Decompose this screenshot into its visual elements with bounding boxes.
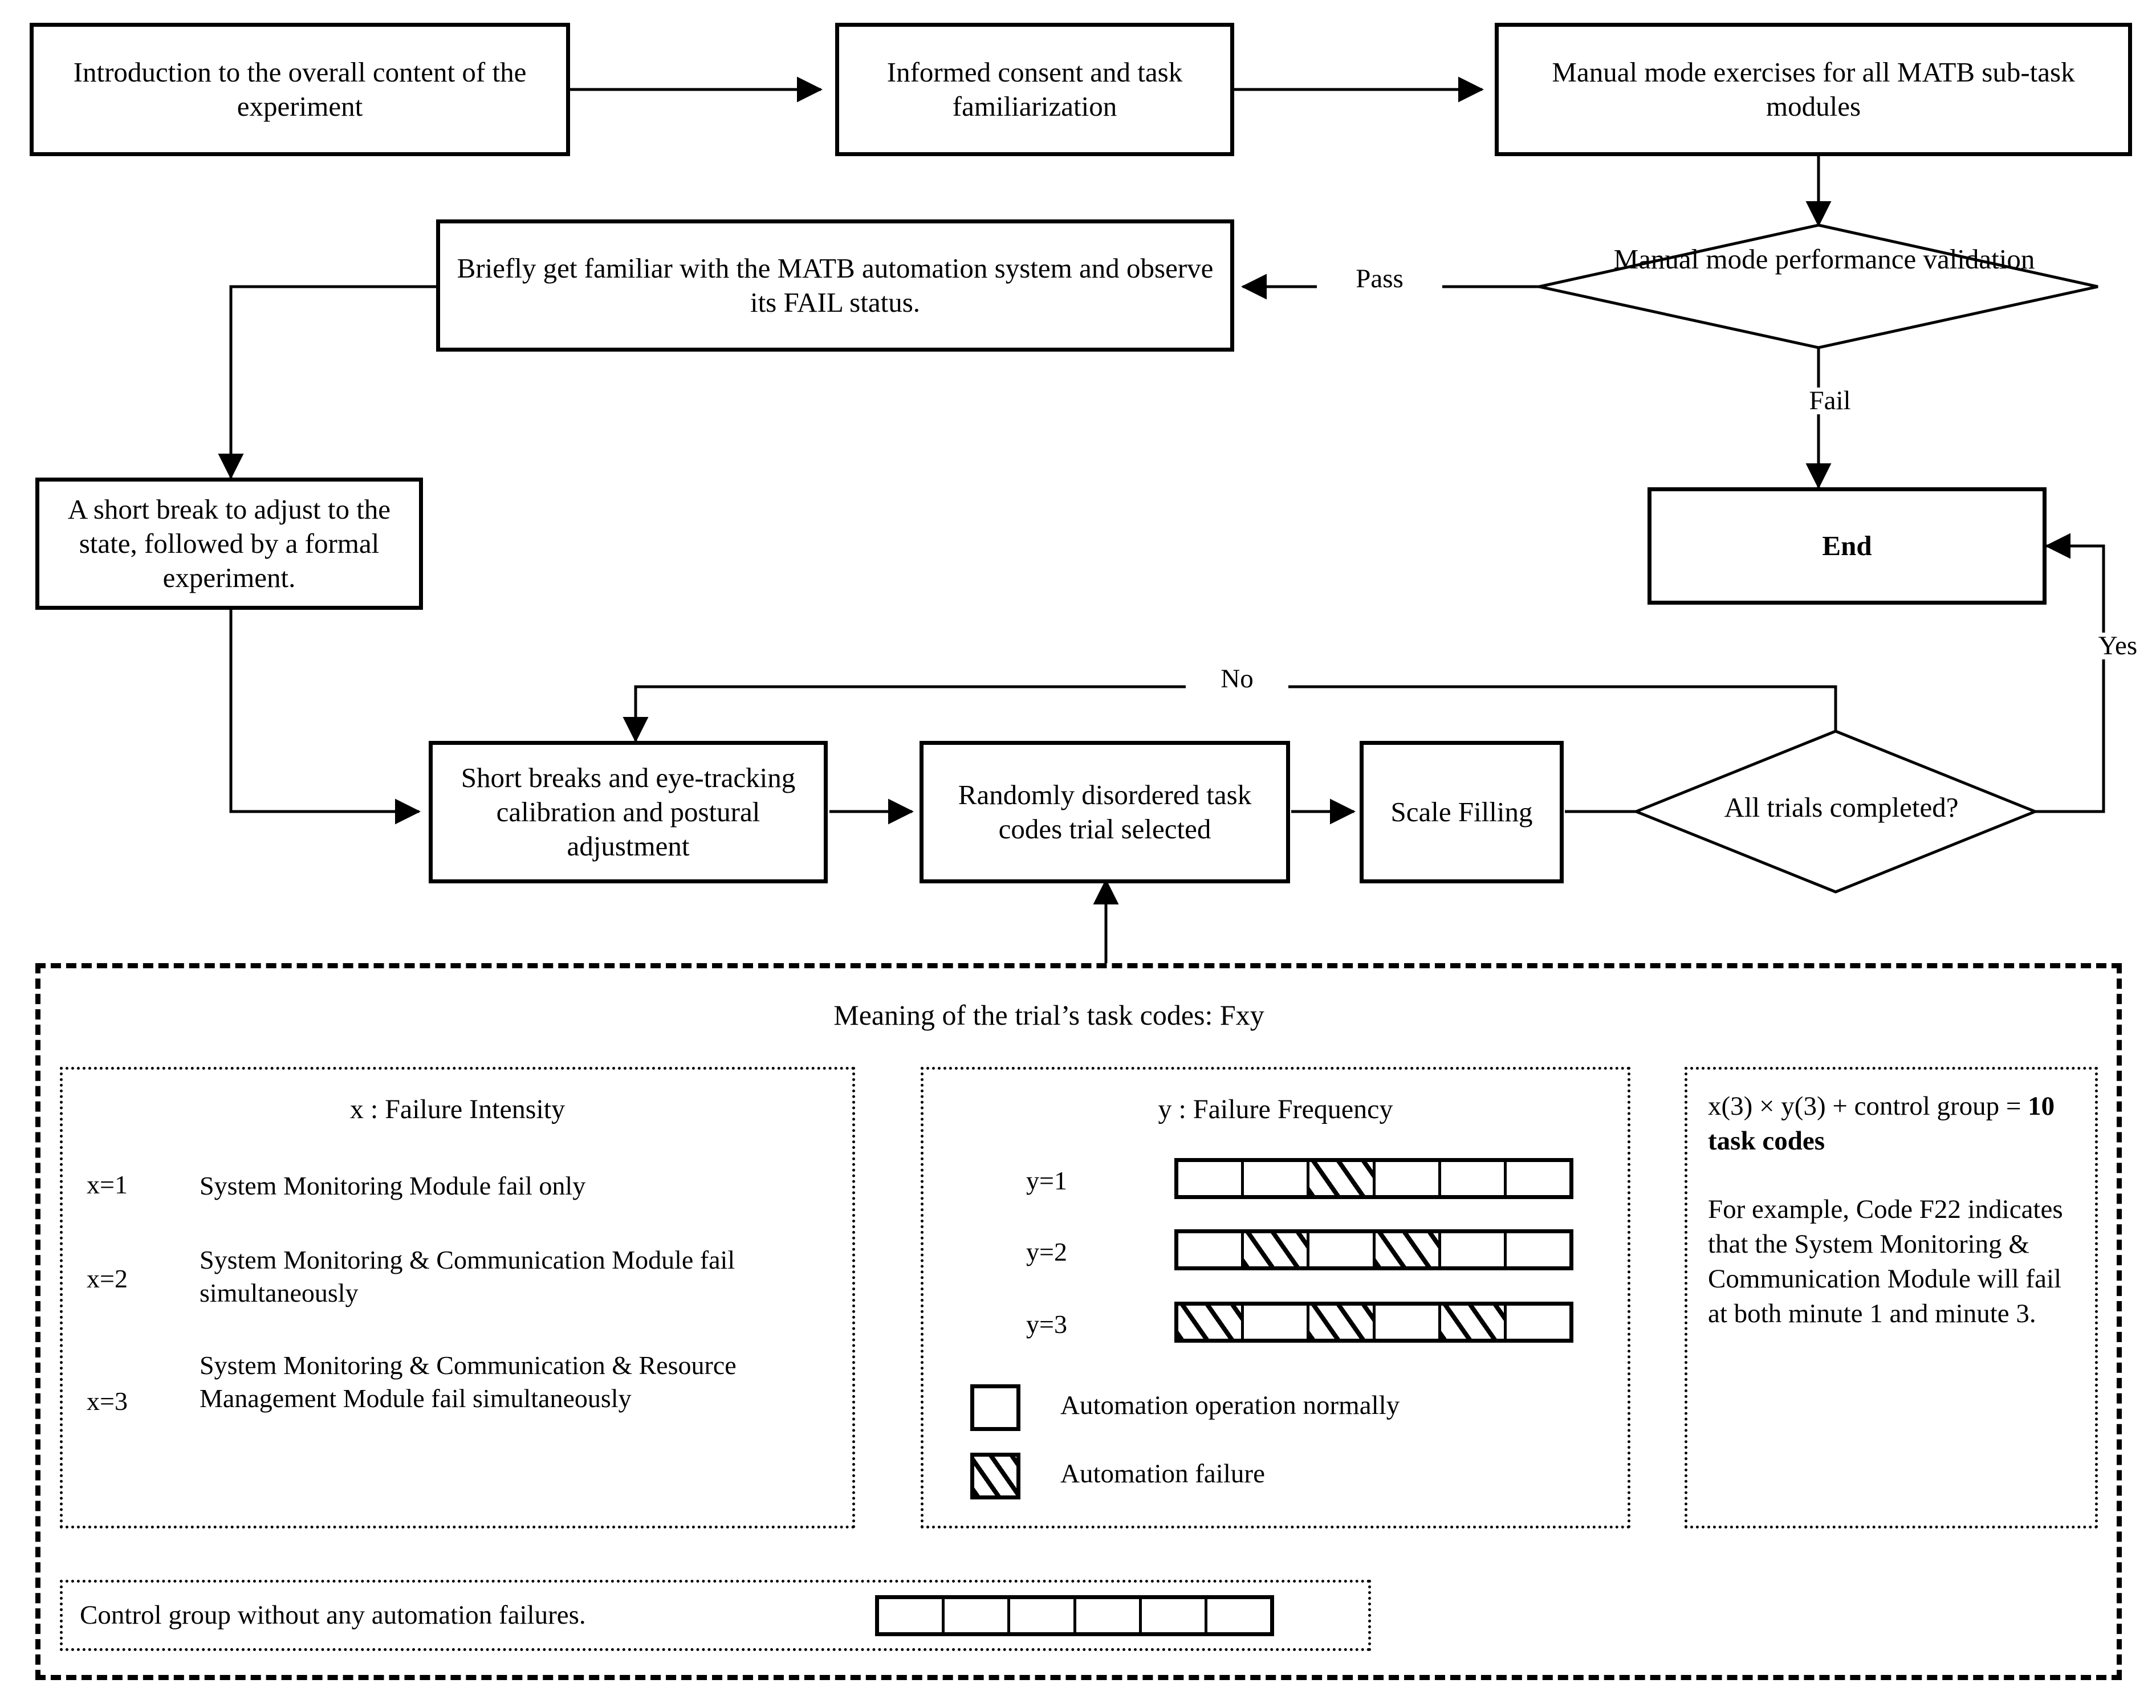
- edge-label-pass: Pass: [1317, 266, 1442, 292]
- node-scale-filling-label: Scale Filling: [1390, 796, 1533, 828]
- node-short-break[interactable]: A short break to adjust to the state, fo…: [35, 478, 423, 610]
- node-trial-selected[interactable]: Randomly disordered task codes trial sel…: [920, 741, 1290, 883]
- timeline-cell: [1178, 1233, 1244, 1266]
- timeline-cell: [1142, 1599, 1207, 1632]
- legend-swatch-normal-label: Automation operation normally: [1060, 1391, 1400, 1420]
- node-intro[interactable]: Introduction to the overall content of t…: [30, 23, 570, 156]
- timeline-cell: [1207, 1599, 1270, 1632]
- legend-x2-key: x=2: [87, 1264, 128, 1293]
- legend-x1-key: x=1: [87, 1170, 128, 1199]
- node-intro-label: Introduction to the overall content of t…: [73, 56, 527, 122]
- legend-count-panel: x(3) × y(3) + control group = 10 task co…: [1685, 1067, 2098, 1528]
- timeline-cell: [1010, 1599, 1076, 1632]
- node-trial-selected-label: Randomly disordered task codes trial sel…: [958, 779, 1252, 845]
- node-informed-consent[interactable]: Informed consent and task familiarizatio…: [835, 23, 1234, 156]
- timeline-cell-failure: [1375, 1233, 1441, 1266]
- timeline-bar-control: [875, 1595, 1274, 1636]
- timeline-bar-y2: [1174, 1229, 1573, 1270]
- legend-formula-bold: 10 task codes: [1708, 1091, 2055, 1156]
- timeline-bar-y1: [1174, 1158, 1573, 1199]
- legend-x3-text: System Monitoring & Communication & Reso…: [200, 1351, 737, 1413]
- node-scale-filling[interactable]: Scale Filling: [1360, 741, 1564, 883]
- timeline-cell-failure: [1244, 1233, 1310, 1266]
- node-briefly-familiar-label: Briefly get familiar with the MATB autom…: [457, 252, 1214, 318]
- timeline-cell-failure: [1441, 1306, 1507, 1339]
- legend-x1-text: System Monitoring Module fail only: [200, 1171, 586, 1200]
- timeline-cell-failure: [1309, 1306, 1376, 1339]
- legend-swatch-failure: [970, 1453, 1020, 1499]
- timeline-cell: [945, 1599, 1011, 1632]
- edge-label-fail: Fail: [1779, 388, 1881, 414]
- node-calibration[interactable]: Short breaks and eye-tracking calibratio…: [429, 741, 828, 883]
- node-manual-exercises[interactable]: Manual mode exercises for all MATB sub-t…: [1495, 23, 2132, 156]
- edge-label-no: No: [1186, 666, 1288, 692]
- legend-x-panel: x : Failure Intensity x=1 System Monitor…: [60, 1067, 855, 1528]
- timeline-cell: [1178, 1162, 1244, 1195]
- timeline-cell: [879, 1599, 945, 1632]
- timeline-cell: [1507, 1233, 1569, 1266]
- diamond-label-manual-validation: Manual mode performance validation: [1613, 243, 2035, 275]
- legend-control-label: Control group without any automation fai…: [80, 1600, 586, 1630]
- timeline-cell-failure: [1178, 1306, 1244, 1339]
- legend-y1-key: y=1: [1026, 1166, 1067, 1195]
- legend-x2-text: System Monitoring & Communication Module…: [200, 1245, 735, 1307]
- legend-title: Meaning of the trial’s task codes: Fxy: [833, 999, 1264, 1031]
- timeline-cell-failure: [1309, 1162, 1376, 1195]
- timeline-cell: [1244, 1162, 1310, 1195]
- legend-y2-key: y=2: [1026, 1237, 1067, 1266]
- diamond-label-all-trials: All trials completed?: [1724, 792, 1959, 823]
- node-end-label: End: [1822, 530, 1872, 562]
- legend-x3-key: x=3: [87, 1387, 128, 1416]
- node-informed-consent-label: Informed consent and task familiarizatio…: [886, 56, 1183, 122]
- timeline-cell: [1309, 1233, 1376, 1266]
- timeline-bar-y3: [1174, 1302, 1573, 1343]
- timeline-cell: [1441, 1233, 1507, 1266]
- legend-y-heading: y : Failure Frequency: [1158, 1094, 1393, 1124]
- node-short-break-label: A short break to adjust to the state, fo…: [67, 494, 391, 593]
- node-end[interactable]: End: [1647, 487, 2047, 605]
- legend-y-panel: y : Failure Frequency y=1 y=2 y=3: [921, 1067, 1630, 1528]
- node-briefly-familiar[interactable]: Briefly get familiar with the MATB autom…: [436, 219, 1234, 352]
- node-calibration-label: Short breaks and eye-tracking calibratio…: [461, 762, 796, 862]
- timeline-cell: [1507, 1306, 1569, 1339]
- legend-x-heading: x : Failure Intensity: [349, 1094, 566, 1124]
- legend-swatch-failure-label: Automation failure: [1060, 1459, 1265, 1489]
- node-manual-exercises-label: Manual mode exercises for all MATB sub-t…: [1552, 56, 2075, 122]
- timeline-cell: [1376, 1306, 1441, 1339]
- legend-formula: x(3) × y(3) + control group = 10 task co…: [1708, 1089, 2084, 1159]
- legend-formula-pre: x(3) × y(3) + control group =: [1708, 1091, 2028, 1121]
- legend-control-panel: Control group without any automation fai…: [60, 1580, 1371, 1651]
- edge-label-yes: Yes: [2064, 633, 2156, 659]
- timeline-cell: [1507, 1162, 1569, 1195]
- timeline-cell: [1376, 1162, 1441, 1195]
- legend-example: For example, Code F22 indicates that the…: [1708, 1195, 2063, 1329]
- timeline-cell: [1441, 1162, 1507, 1195]
- timeline-cell: [1076, 1599, 1142, 1632]
- legend-y3-key: y=3: [1026, 1310, 1067, 1339]
- timeline-cell: [1244, 1306, 1310, 1339]
- legend-swatch-normal: [970, 1384, 1020, 1431]
